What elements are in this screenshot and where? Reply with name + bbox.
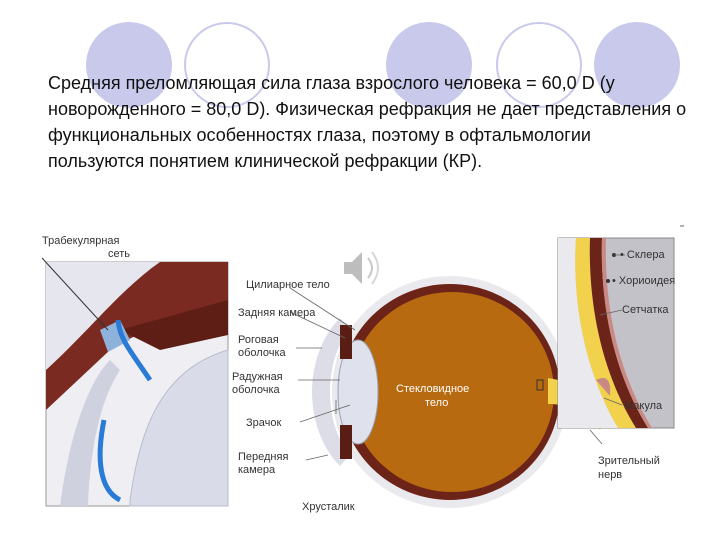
label-vitreous-1: Стекловидное	[396, 383, 469, 395]
label-choroid: • Хориоидея	[612, 275, 675, 287]
label-retina: Сетчатка	[622, 304, 669, 316]
retina-inset	[557, 237, 675, 429]
slide-text: Средняя преломляющая сила глаза взрослог…	[48, 73, 687, 171]
label-sclera: • Склера	[620, 249, 665, 261]
label-cornea: Роговая оболочка	[238, 334, 286, 359]
decor-circle-3	[386, 22, 472, 108]
label-optic-nerve: Зрительный нерв	[598, 455, 663, 481]
label-pupil: Зрачок	[246, 417, 281, 429]
decor-circle-4	[496, 22, 582, 108]
angle-inset	[41, 257, 229, 507]
speaker-icon[interactable]	[344, 251, 379, 285]
label-lens: Хрусталик	[302, 501, 355, 513]
decor-circle-1	[86, 22, 172, 108]
eye-cross-section: Стекловидное тело	[312, 276, 610, 508]
label-vitreous-2: тело	[425, 397, 448, 409]
label-ciliary: Цилиарное тело	[246, 279, 330, 291]
label-iris: Радужная оболочка	[232, 371, 286, 396]
label-macula: Макула	[624, 400, 663, 412]
label-trabecular: Трабекулярная сеть	[42, 235, 130, 260]
label-anterior-chamber: Передняя камера	[238, 451, 292, 476]
decor-circle-5	[594, 22, 680, 108]
label-pointers	[289, 254, 625, 461]
label-posterior-chamber: Задняя камера	[238, 307, 316, 319]
decor-circle-2	[184, 22, 270, 108]
anatomy-labels: Трабекулярная сеть Цилиарное тело Задняя…	[42, 235, 675, 513]
